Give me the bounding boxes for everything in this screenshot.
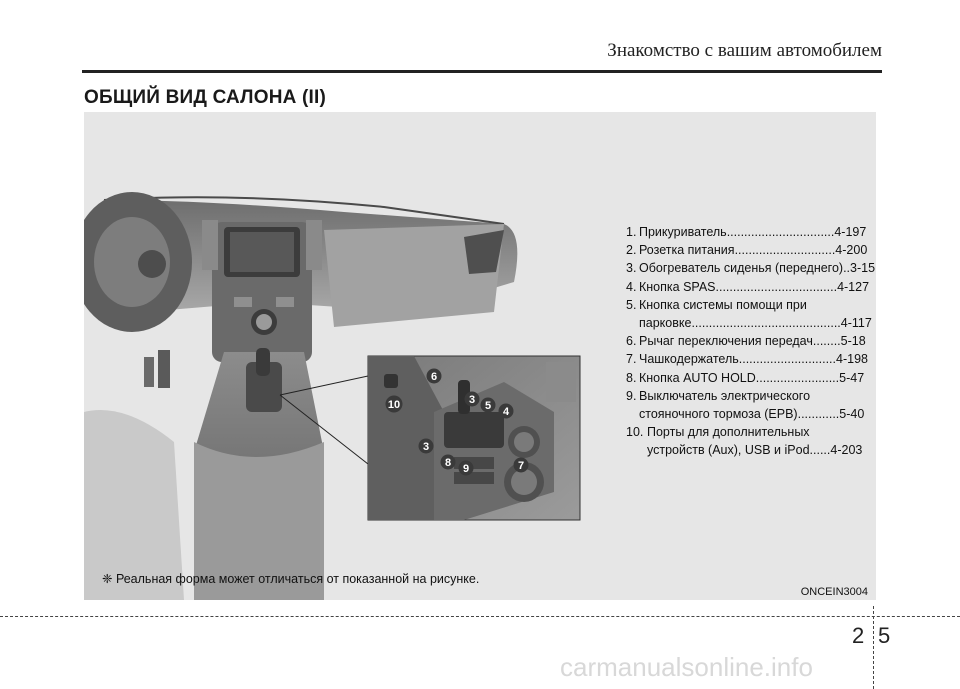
svg-text:9: 9: [463, 463, 469, 475]
index-item-page-ref: 4-200: [835, 243, 868, 258]
index-item: 9.Выключатель электрического стояночного …: [626, 387, 876, 423]
index-item-page-ref: 5-18: [840, 334, 866, 349]
component-index: 1.Прикуриватель ........................…: [626, 223, 876, 460]
index-item: 10.Порты для дополнительных устройств (Au…: [626, 423, 876, 459]
index-item-label: устройств (Aux), USB и iPod: [647, 443, 810, 458]
footer-vertical-rule: [873, 606, 874, 689]
index-item-leader: [810, 423, 863, 441]
index-item-label: Выключатель электрического: [639, 388, 811, 403]
svg-text:7: 7: [518, 460, 524, 472]
svg-text:10: 10: [388, 399, 400, 411]
index-item: 3.Обогреватель сиденья (переднего) ..3-1…: [626, 259, 876, 277]
callout-10: 10: [385, 395, 403, 413]
index-item-leader: ........................................…: [691, 316, 841, 331]
index-item-label: Чашкодержатель: [639, 352, 739, 367]
index-item: 1.Прикуриватель ........................…: [626, 223, 876, 241]
index-item-number: 6.: [626, 334, 637, 349]
index-item-page-ref: 5-47: [839, 370, 865, 385]
index-item-page-ref: 4-127: [837, 279, 870, 294]
index-item-number: 3.: [626, 261, 637, 276]
index-item-leader: [807, 296, 872, 314]
interior-illustration: 6 3 5 4 10 3 8 9 7: [84, 192, 581, 600]
index-item-leader: ......: [809, 443, 831, 458]
index-item-label: парковке: [639, 316, 692, 331]
svg-text:3: 3: [423, 441, 429, 453]
index-item-page-ref: 4-117: [840, 316, 872, 331]
index-item: 4.Кнопка SPAS ..........................…: [626, 278, 876, 296]
index-item-leader: .............................: [734, 243, 836, 258]
index-item: 8.Кнопка AUTO HOLD .....................…: [626, 369, 876, 387]
figure-footnote: ❈ Реальная форма может отличаться от пок…: [102, 572, 480, 586]
callout-9: 9: [458, 460, 474, 476]
index-item-number: 10.: [626, 425, 644, 440]
index-item: 7.Чашкодержатель........................…: [626, 350, 876, 368]
svg-text:5: 5: [485, 400, 491, 412]
index-item-number: 4.: [626, 279, 637, 294]
callout-3-top: 3: [464, 391, 480, 407]
index-item: 2.Розетка питания ......................…: [626, 241, 876, 259]
svg-text:3: 3: [469, 394, 475, 406]
callout-6: 6: [426, 368, 442, 384]
index-item-label: стояночного тормоза (EPB): [639, 407, 798, 422]
page-number-chapter: 2: [852, 623, 865, 648]
svg-text:6: 6: [431, 371, 437, 383]
watermark: carmanualsonline.info: [560, 652, 813, 682]
figure-panel: 6 3 5 4 10 3 8 9 7 1.Прикуриватель .....…: [84, 112, 876, 600]
index-item-page-ref: 3-15: [850, 261, 876, 276]
index-item-label: Прикуриватель: [639, 225, 727, 239]
index-item-number: 8.: [626, 370, 637, 385]
index-item-number: 7.: [626, 352, 637, 367]
index-item-label: Кнопка AUTO HOLD: [639, 370, 756, 385]
index-item-label: Рычаг переключения передач: [639, 334, 813, 349]
index-item-leader: ............................: [738, 352, 837, 367]
section-title: ОБЩИЙ ВИД САЛОНА (II): [84, 87, 327, 108]
index-item-page-ref: 5-40: [839, 407, 865, 422]
index-item: 6.Рычаг переключения передач ........5-1…: [626, 332, 876, 350]
index-item-leader: ........................: [755, 370, 840, 385]
index-item-leader: ..: [843, 261, 851, 276]
index-item-number: 2.: [626, 243, 637, 258]
callout-3-bottom: 3: [418, 438, 434, 454]
header-rule: [82, 70, 882, 73]
index-item-label: Кнопка SPAS: [639, 279, 716, 294]
index-item: 5.Кнопка системы помощи при парковке.....…: [626, 296, 876, 332]
page-number-page: 5: [878, 623, 891, 648]
callout-5: 5: [480, 397, 496, 413]
index-item-leader: [810, 387, 864, 405]
index-item-number: 5.: [626, 297, 637, 312]
index-item-leader: ...............................: [726, 225, 835, 239]
chapter-title: Знакомство с вашим автомобилем: [607, 40, 882, 61]
index-item-page-ref: 4-203: [830, 443, 863, 458]
callout-8: 8: [440, 454, 456, 470]
svg-text:8: 8: [445, 457, 451, 469]
index-item-leader: ............: [797, 407, 840, 422]
index-item-page-ref: 4-198: [836, 352, 868, 367]
callout-7: 7: [513, 457, 529, 473]
index-item-number: 9.: [626, 388, 637, 403]
index-item-leader: ...................................: [715, 279, 838, 294]
image-code: ONCEIN3004: [800, 586, 868, 598]
index-item-label: Розетка питания: [639, 243, 735, 258]
index-item-label: Кнопка системы помощи при: [639, 297, 807, 312]
index-item-page-ref: 4-197: [834, 225, 867, 239]
index-item-label: Порты для дополнительных: [647, 425, 810, 440]
svg-text:4: 4: [503, 406, 510, 418]
index-item-label: Обогреватель сиденья (переднего): [639, 261, 844, 276]
footer-dashed-rule: [0, 616, 960, 617]
index-item-leader: ........: [812, 334, 841, 349]
index-item-number: 1.: [626, 225, 637, 239]
callout-4: 4: [498, 403, 514, 419]
